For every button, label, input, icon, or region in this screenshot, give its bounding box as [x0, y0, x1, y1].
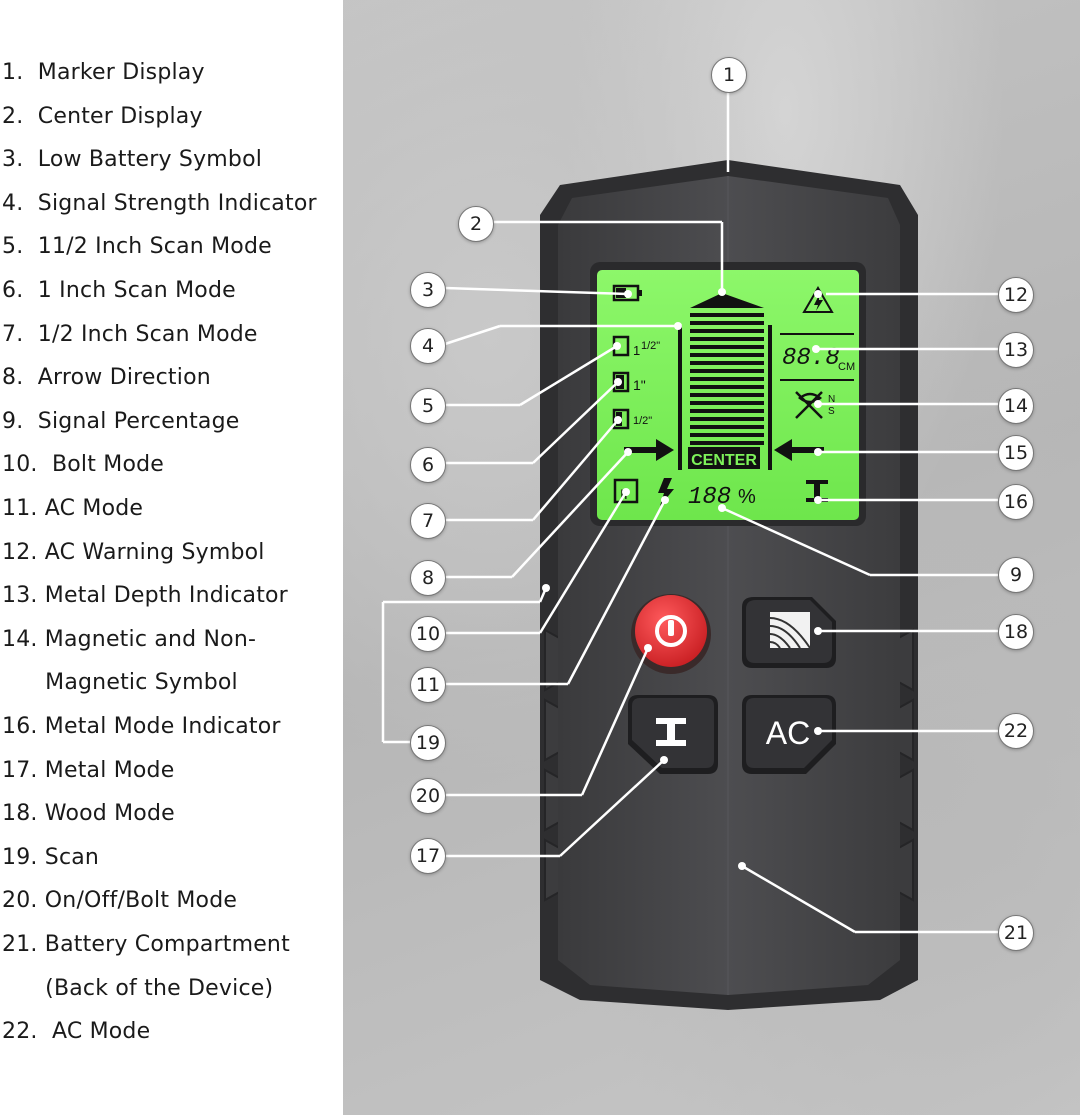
svg-text:1: 1 [633, 343, 640, 358]
callout-3: 3 [410, 272, 446, 308]
ac-warning-icon [802, 286, 834, 313]
ac-mode-lightning-icon [658, 478, 674, 506]
center-label: CENTER [691, 452, 757, 469]
svg-text:1/2": 1/2" [641, 340, 660, 352]
callout-20: 20 [410, 778, 446, 814]
power-button[interactable] [631, 594, 711, 674]
legend-item: 12. AC Warning Symbol [2, 539, 265, 565]
signal-bar [690, 369, 764, 373]
callout-7: 7 [410, 503, 446, 539]
legend-item: 18. Wood Mode [2, 801, 175, 827]
signal-bar [690, 345, 764, 349]
right-arrow-icon [624, 439, 674, 461]
signal-bar [690, 417, 764, 421]
legend-item: 14. Magnetic and Non- [2, 626, 257, 652]
wood-grain-icon [769, 612, 811, 649]
callout-5: 5 [410, 388, 446, 424]
legend-item: 2. Center Display [2, 103, 203, 129]
leader-lines [381, 92, 998, 934]
legend-item: 5. 11/2 Inch Scan Mode [2, 234, 272, 260]
legend-item: Magnetic Symbol [2, 670, 238, 696]
callout-18: 18 [998, 614, 1034, 650]
callout-4: 4 [410, 328, 446, 364]
callout-1: 1 [711, 57, 747, 93]
signal-percent-sign: % [738, 486, 756, 508]
callout-21: 21 [998, 915, 1034, 951]
legend-item: 8. Arrow Direction [2, 365, 211, 391]
legend-item: 16. Metal Mode Indicator [2, 714, 281, 739]
signal-strength-tower [678, 293, 772, 470]
callout-2: 2 [458, 206, 494, 242]
svg-text:N: N [828, 394, 835, 405]
legend-item: 9. Signal Percentage [2, 408, 240, 434]
svg-text:1": 1" [633, 377, 646, 393]
signal-bar [690, 313, 764, 317]
legend-item: 19. Scan [2, 844, 100, 870]
signal-bar [690, 425, 764, 429]
callout-9: 9 [998, 557, 1034, 593]
signal-bar [690, 329, 764, 333]
callout-6: 6 [410, 447, 446, 483]
signal-bar [690, 353, 764, 357]
magnetic-symbol-icon: N S [795, 391, 835, 419]
legend-item: (Back of the Device) [2, 975, 274, 1001]
legend-item: 6. 1 Inch Scan Mode [2, 278, 236, 303]
left-arrow-icon [774, 439, 824, 461]
lcd-content: CENTER 1 1/2" 1" 1/2" II [612, 284, 855, 511]
legend-item: 7. 1/2 Inch Scan Mode [2, 321, 258, 347]
signal-bar [690, 321, 764, 325]
callout-22: 22 [998, 713, 1034, 749]
center-label-box [688, 447, 760, 469]
metal-mode-button[interactable] [628, 695, 718, 774]
callout-13: 13 [998, 332, 1034, 368]
callout-17: 17 [410, 838, 446, 874]
signal-bar [690, 393, 764, 397]
legend-item: 4. Signal Strength Indicator [2, 190, 317, 216]
signal-bar [690, 441, 764, 445]
svg-text:1/2": 1/2" [633, 415, 652, 427]
callout-10: 10 [410, 616, 446, 652]
legend-item: 17. Metal Mode [2, 757, 175, 783]
legend-item: 22. AC Mode [2, 1019, 151, 1045]
ac-mode-button[interactable]: AC [742, 695, 836, 774]
callout-11: 11 [410, 667, 446, 703]
legend-item: 1. Marker Display [2, 60, 205, 85]
svg-text:S: S [828, 406, 835, 417]
legend-item: 11. AC Mode [2, 496, 144, 521]
callout-8: 8 [410, 560, 446, 596]
leader-dots [542, 288, 822, 870]
i-beam-icon [656, 718, 686, 746]
signal-bar [690, 377, 764, 381]
ac-button-label: AC [766, 715, 810, 751]
legend-item: 10. Bolt Mode [2, 452, 164, 478]
metal-depth-unit: CM [838, 361, 855, 373]
callout-16: 16 [998, 484, 1034, 520]
legend-item: 3. Low Battery Symbol [2, 147, 263, 173]
wood-mode-button[interactable] [742, 597, 836, 668]
callout-14: 14 [998, 388, 1034, 424]
callout-19: 19 [410, 725, 446, 761]
signal-bar [690, 361, 764, 365]
scan-mode-1-5-icon: 1 1/2" [612, 335, 660, 358]
callout-15: 15 [998, 435, 1034, 471]
signal-bar [690, 337, 764, 341]
legend-item: 21. Battery Compartment [2, 932, 290, 957]
legend-item: 13. Metal Depth Indicator [2, 583, 288, 609]
signal-bar [690, 385, 764, 389]
callout-12: 12 [998, 277, 1034, 313]
signal-bar [690, 401, 764, 405]
signal-bar [690, 409, 764, 413]
signal-bar [690, 433, 764, 437]
legend-item: 20. On/Off/Bolt Mode [2, 888, 238, 914]
